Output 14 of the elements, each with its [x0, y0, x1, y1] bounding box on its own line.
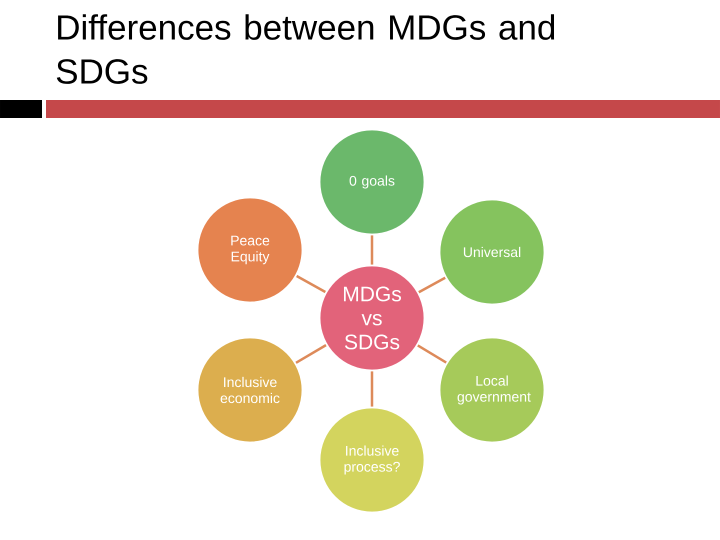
- circle-node: Universal: [440, 200, 544, 304]
- connector-line: [418, 276, 446, 294]
- circle-node: 0 goals: [320, 130, 424, 234]
- slide-title: Differences between MDGs and SDGs: [56, 14, 554, 84]
- connector-line: [370, 371, 374, 407]
- connector-line: [296, 274, 326, 294]
- connector-line: [295, 344, 327, 364]
- circle-node: Peace Equity: [198, 198, 302, 302]
- connector-line: [370, 235, 374, 265]
- circle-node: MDGs vs SDGs: [320, 266, 424, 370]
- circle-node: Local government: [440, 338, 544, 442]
- circle-node: Inclusive economic: [198, 338, 302, 442]
- connector-line: [417, 344, 447, 364]
- circle-node: Inclusive process?: [320, 408, 424, 512]
